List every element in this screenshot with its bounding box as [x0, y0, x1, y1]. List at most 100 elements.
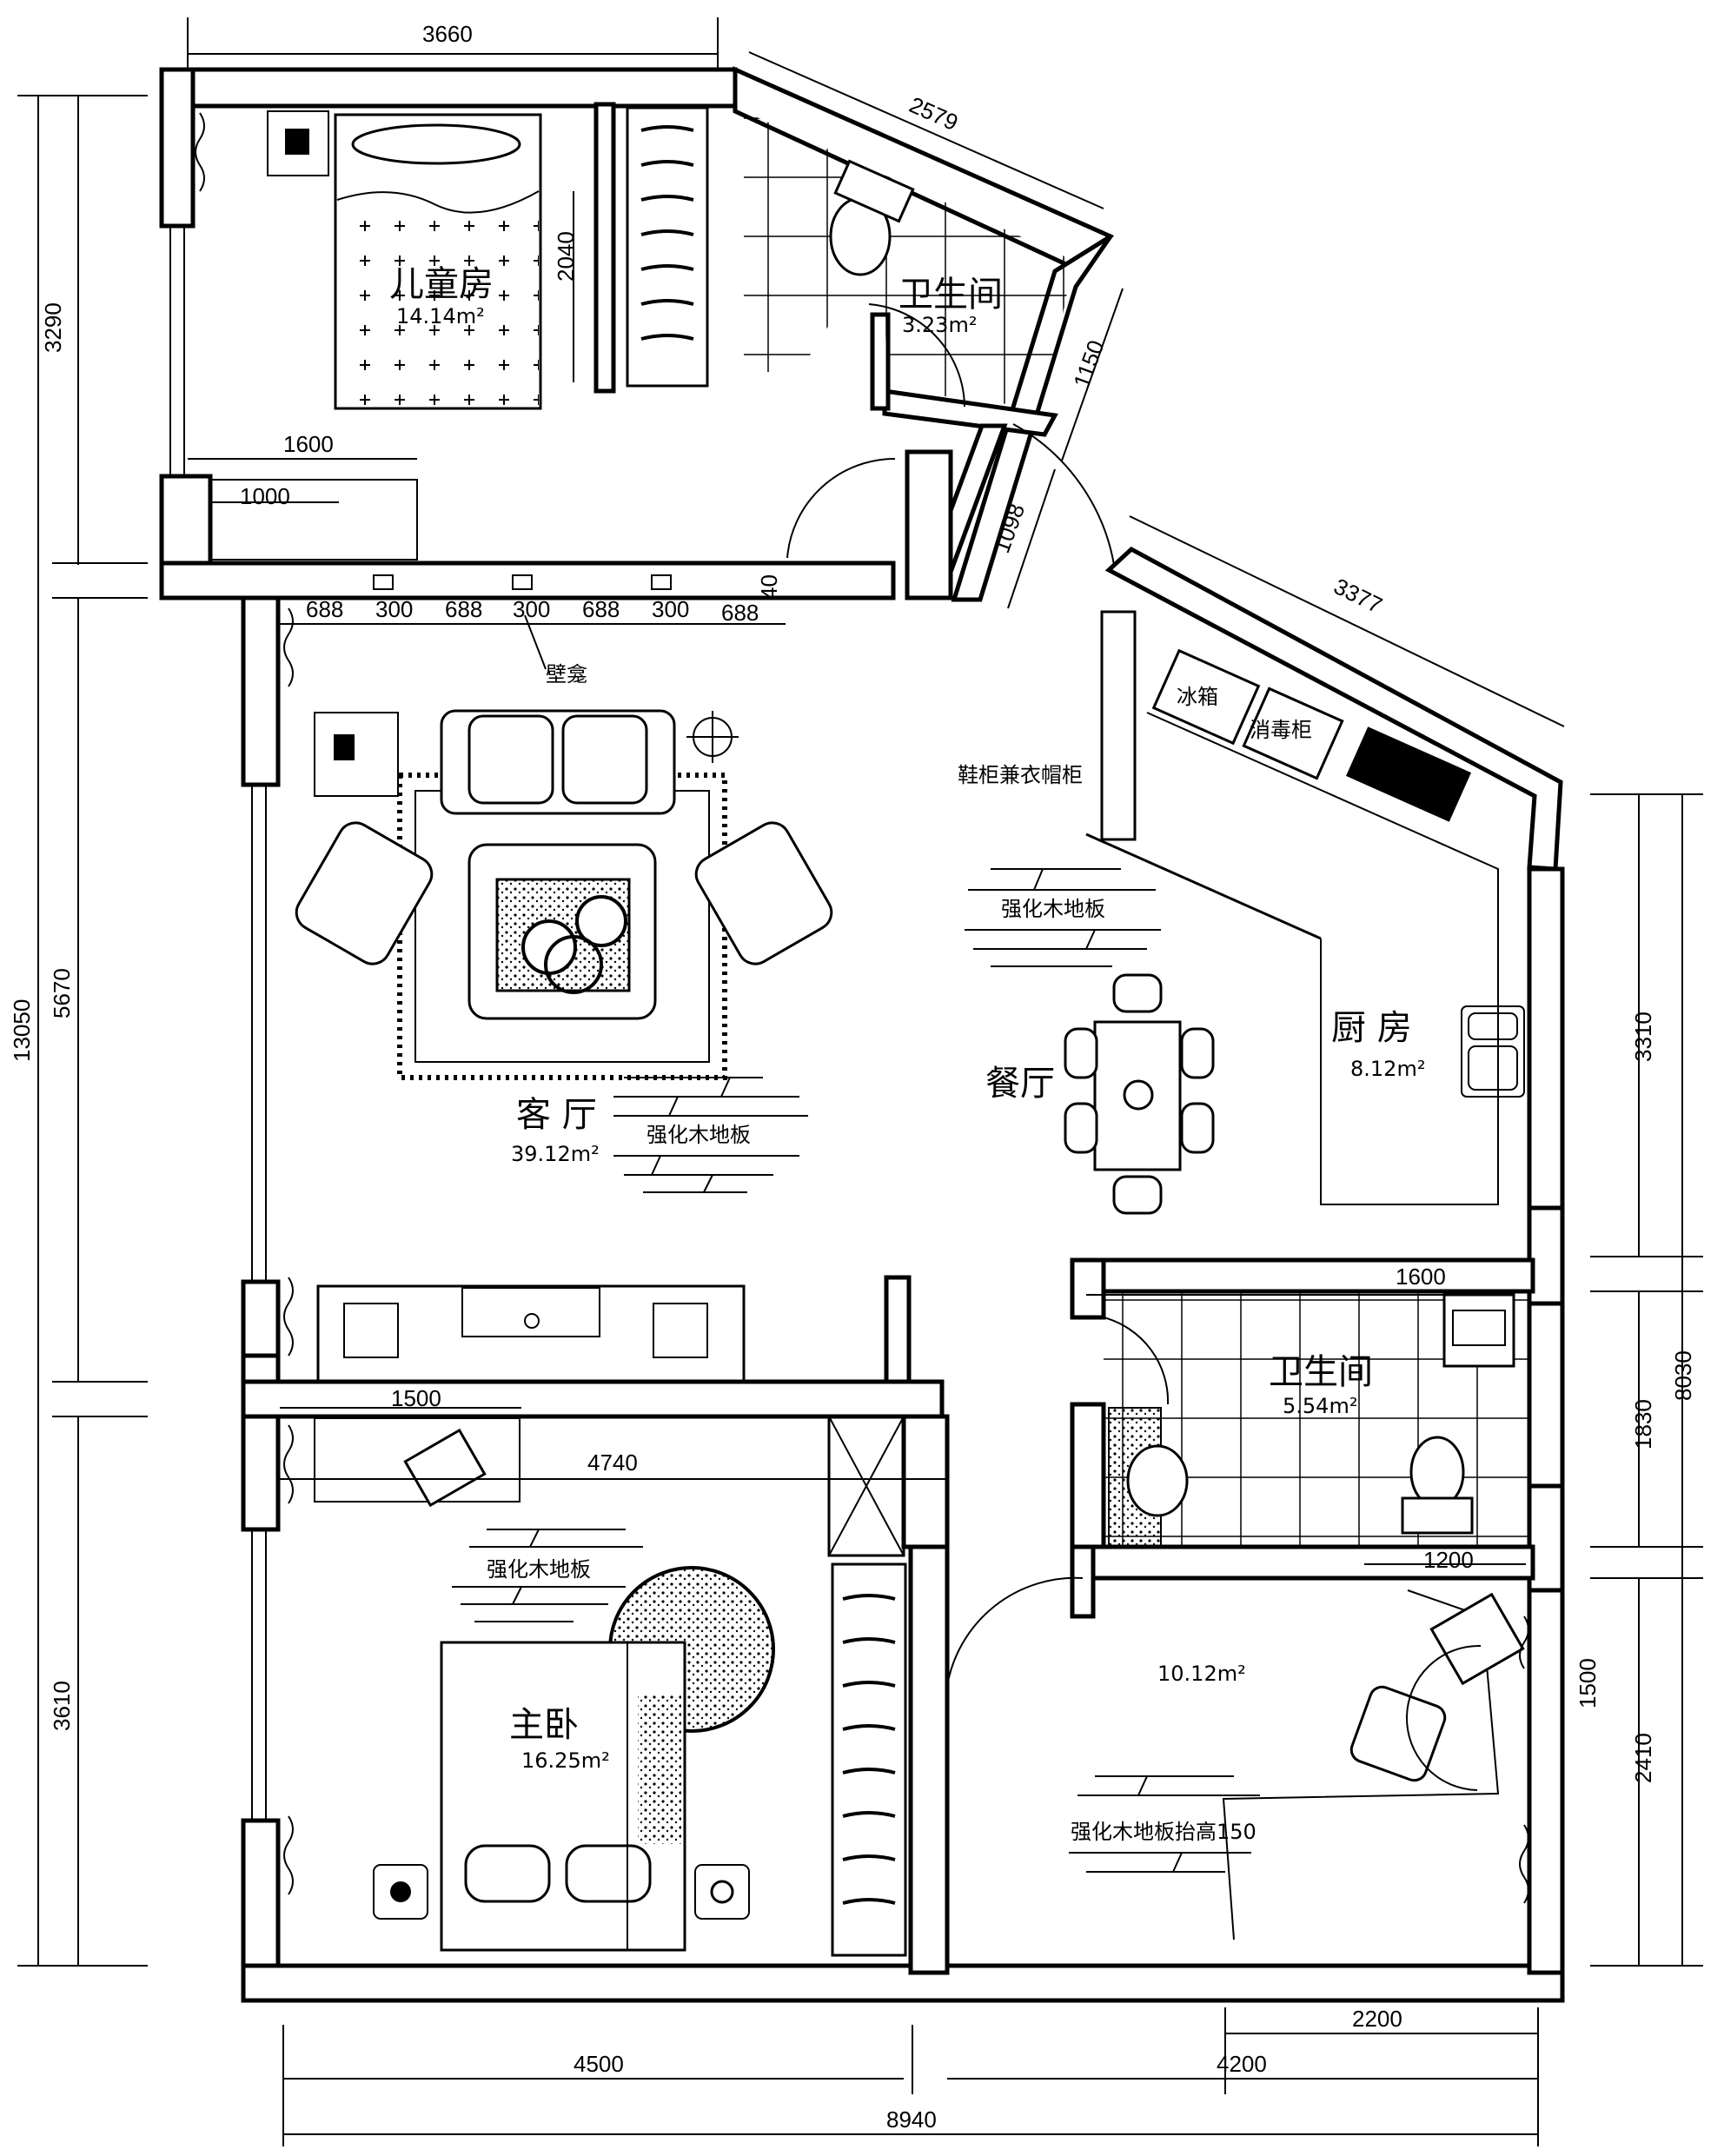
- wall-top: [159, 67, 738, 109]
- wall: [901, 1414, 950, 1549]
- wardrobe: [626, 106, 709, 388]
- dim-kids-1600: 1600: [283, 431, 334, 457]
- chair: [403, 1428, 487, 1508]
- bathroom-top: 卫生间 3.23m²: [744, 111, 1074, 408]
- dim-bottom-2200: 2200: [1352, 2006, 1402, 2032]
- living-room-name: 客 厅: [516, 1095, 597, 1135]
- floor-label-study: 强化木地板抬高150: [1071, 1820, 1257, 1844]
- dining-name: 餐厅: [985, 1064, 1055, 1104]
- dim-kitchen-diag: 3377: [1329, 573, 1386, 618]
- pillow: [351, 123, 521, 165]
- shoe-cabinet: [1100, 610, 1137, 841]
- master-name: 主卧: [509, 1705, 579, 1745]
- tv-cabinet: [316, 1284, 746, 1383]
- counter: [1222, 1589, 1500, 1940]
- pillow: [464, 1844, 551, 1903]
- kids-bed: [334, 113, 542, 410]
- chair: [1180, 1027, 1215, 1079]
- dim-bottom-8940: 8940: [886, 2106, 937, 2133]
- wall: [159, 561, 896, 600]
- curtain: [283, 607, 294, 687]
- bath-top-name: 卫生间: [898, 275, 1003, 315]
- master-area: 16.25m²: [521, 1748, 610, 1773]
- kids-room-area: 14.14m²: [396, 304, 485, 328]
- phone-icon: [334, 734, 355, 760]
- wall-bottom: [241, 1963, 1565, 2003]
- door-swing: [1103, 1317, 1170, 1405]
- dim-top-width: 3660: [422, 21, 473, 47]
- dim-niche-40: 40: [756, 574, 782, 600]
- dim-bottom-4500: 4500: [574, 2051, 624, 2077]
- chair: [1064, 1102, 1098, 1154]
- dining-table: [1093, 1020, 1182, 1171]
- floor-hatch-living: [613, 1077, 808, 1193]
- wall: [1070, 1257, 1535, 1294]
- living-room: 强化木地板 客 厅 39.12m² 壁龛: [283, 607, 833, 1383]
- chair: [1180, 1102, 1215, 1154]
- dim-niche-688: 688: [445, 596, 482, 622]
- floor-label-kitchen: 强化木地板: [1001, 897, 1105, 921]
- door-swing: [868, 303, 965, 408]
- armchair: [694, 821, 833, 965]
- wall: [241, 595, 281, 787]
- kitchen-name: 厨 房: [1331, 1008, 1412, 1048]
- door-swing: [1012, 423, 1115, 566]
- wall: [1527, 866, 1565, 1211]
- dimension-lines: [17, 17, 1703, 2146]
- kids-room-name: 儿童房: [389, 264, 494, 304]
- dim-master-4740: 4740: [587, 1449, 638, 1476]
- chair: [1064, 1027, 1098, 1079]
- curtain: [1519, 1824, 1529, 1904]
- dim-right-1830: 1830: [1630, 1399, 1656, 1449]
- curtain: [283, 1424, 294, 1504]
- side-table: [314, 712, 399, 797]
- toilet-icon: [1409, 1436, 1465, 1509]
- dim-bath-side: 1150: [1068, 336, 1109, 391]
- sterilizer-label: 消毒柜: [1250, 718, 1312, 742]
- fridge-label: 冰箱: [1177, 685, 1218, 709]
- wall: [593, 102, 616, 394]
- nightstand: [373, 1864, 428, 1920]
- dim-right-2410: 2410: [1630, 1733, 1656, 1783]
- niche-label: 壁龛: [546, 662, 587, 687]
- dim-niche-688: 688: [582, 596, 620, 622]
- floor-hatch-study: [1069, 1775, 1260, 1873]
- dim-right-8030: 8030: [1670, 1350, 1696, 1401]
- dim-niche-300: 300: [652, 596, 689, 622]
- dining: 餐厅 鞋柜兼衣帽柜 强化木地板: [958, 610, 1322, 1215]
- kitchen: 冰箱 消毒柜 厨 房 8.12m²: [1146, 648, 1525, 1205]
- dim-right-1500: 1500: [1575, 1658, 1601, 1708]
- kitchen-area: 8.12m²: [1350, 1057, 1425, 1081]
- study-area: 10.12m²: [1157, 1662, 1246, 1686]
- dim-niche-300: 300: [513, 596, 550, 622]
- dim-kids-1000: 1000: [240, 483, 290, 509]
- dim-master-1500: 1500: [391, 1385, 441, 1411]
- wall: [905, 449, 953, 600]
- curtain: [283, 1815, 294, 1895]
- nightstand: [694, 1864, 750, 1920]
- kids-room: 儿童房 14.14m²: [195, 106, 709, 561]
- nightstand: [267, 110, 329, 176]
- bath-mid-area: 5.54m²: [1283, 1394, 1357, 1418]
- wall: [159, 67, 196, 229]
- dim-bath-1600: 1600: [1396, 1264, 1446, 1290]
- armchair: [295, 821, 434, 965]
- dim-niche-300: 300: [375, 596, 413, 622]
- sink-icon: [1461, 1005, 1525, 1098]
- wall: [1527, 1588, 1565, 1975]
- wall: [884, 1275, 912, 1384]
- bath-tiles: [744, 111, 1074, 408]
- desk: [209, 479, 418, 561]
- armchair: [1349, 1685, 1447, 1782]
- curtain: [1519, 1615, 1529, 1669]
- bath-mid-name: 卫生间: [1269, 1352, 1373, 1392]
- niche-dims: 688 300 688 300 688 300 688 40: [306, 574, 782, 626]
- stove-icon: [1346, 726, 1471, 822]
- floor-hatch-master: [452, 1529, 643, 1622]
- wall: [241, 1379, 945, 1419]
- dim-bottom-4200: 4200: [1217, 2051, 1267, 2077]
- dim-left-5670: 5670: [49, 968, 75, 1018]
- dim-bath-diag: 2579: [905, 91, 962, 136]
- floor-hatch-kitchen: [965, 868, 1161, 967]
